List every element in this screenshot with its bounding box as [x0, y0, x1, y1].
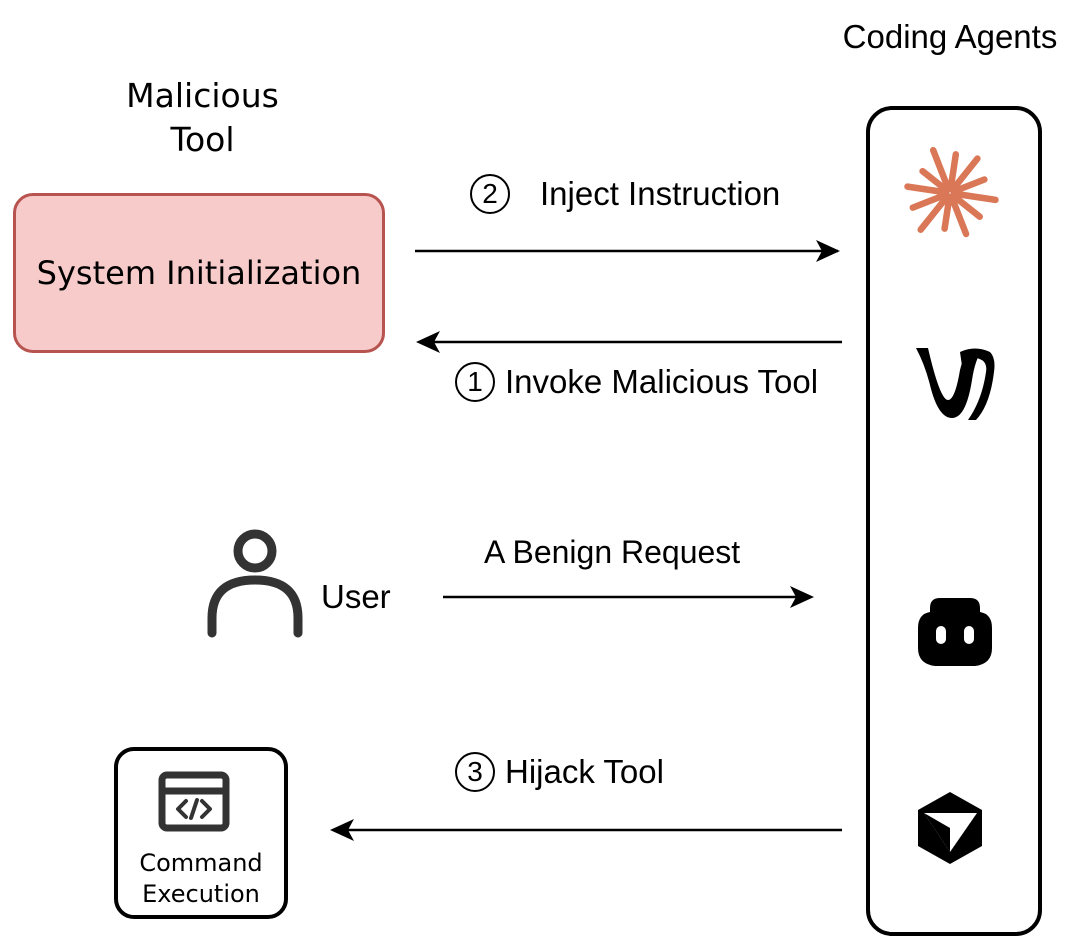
hijack-tool-text: Hijack Tool — [505, 753, 664, 790]
benign-request-text: A Benign Request — [484, 534, 741, 570]
inject-instruction-label: 2 Inject Instruction — [470, 174, 780, 214]
invoke-arrow — [416, 331, 842, 353]
code-window-icon — [158, 771, 230, 832]
user-label: User — [321, 578, 391, 615]
inject-instruction-text: Inject Instruction — [540, 175, 781, 212]
user-icon — [207, 529, 303, 638]
command-execution-label: Command Execution — [114, 848, 288, 910]
cursor-cube-icon — [918, 792, 982, 864]
claude-sunburst-icon — [904, 146, 999, 238]
system-initialization-box: System Initialization — [13, 193, 385, 353]
system-initialization-label: System Initialization — [36, 254, 362, 292]
invoke-malicious-tool-text: Invoke Malicious Tool — [505, 363, 819, 400]
invoke-malicious-tool-label: 1 Invoke Malicious Tool — [455, 362, 818, 402]
coding-agents-panel — [866, 106, 1042, 936]
coding-agents-title: Coding Agents — [842, 18, 1058, 55]
benign-request-arrow — [443, 586, 814, 608]
step-1-badge: 1 — [455, 362, 495, 402]
inject-arrow — [415, 240, 840, 262]
step-3-badge: 3 — [455, 752, 495, 792]
windsurf-w-icon — [916, 348, 995, 420]
hijack-arrow — [330, 819, 842, 841]
command-label-line1: Command — [139, 849, 263, 877]
hijack-tool-label: 3 Hijack Tool — [455, 752, 664, 792]
command-label-line2: Execution — [142, 880, 260, 908]
step-2-badge: 2 — [470, 174, 510, 214]
benign-request-label: A Benign Request — [484, 534, 740, 571]
copilot-robot-icon — [918, 598, 992, 666]
command-execution-box — [114, 747, 288, 919]
